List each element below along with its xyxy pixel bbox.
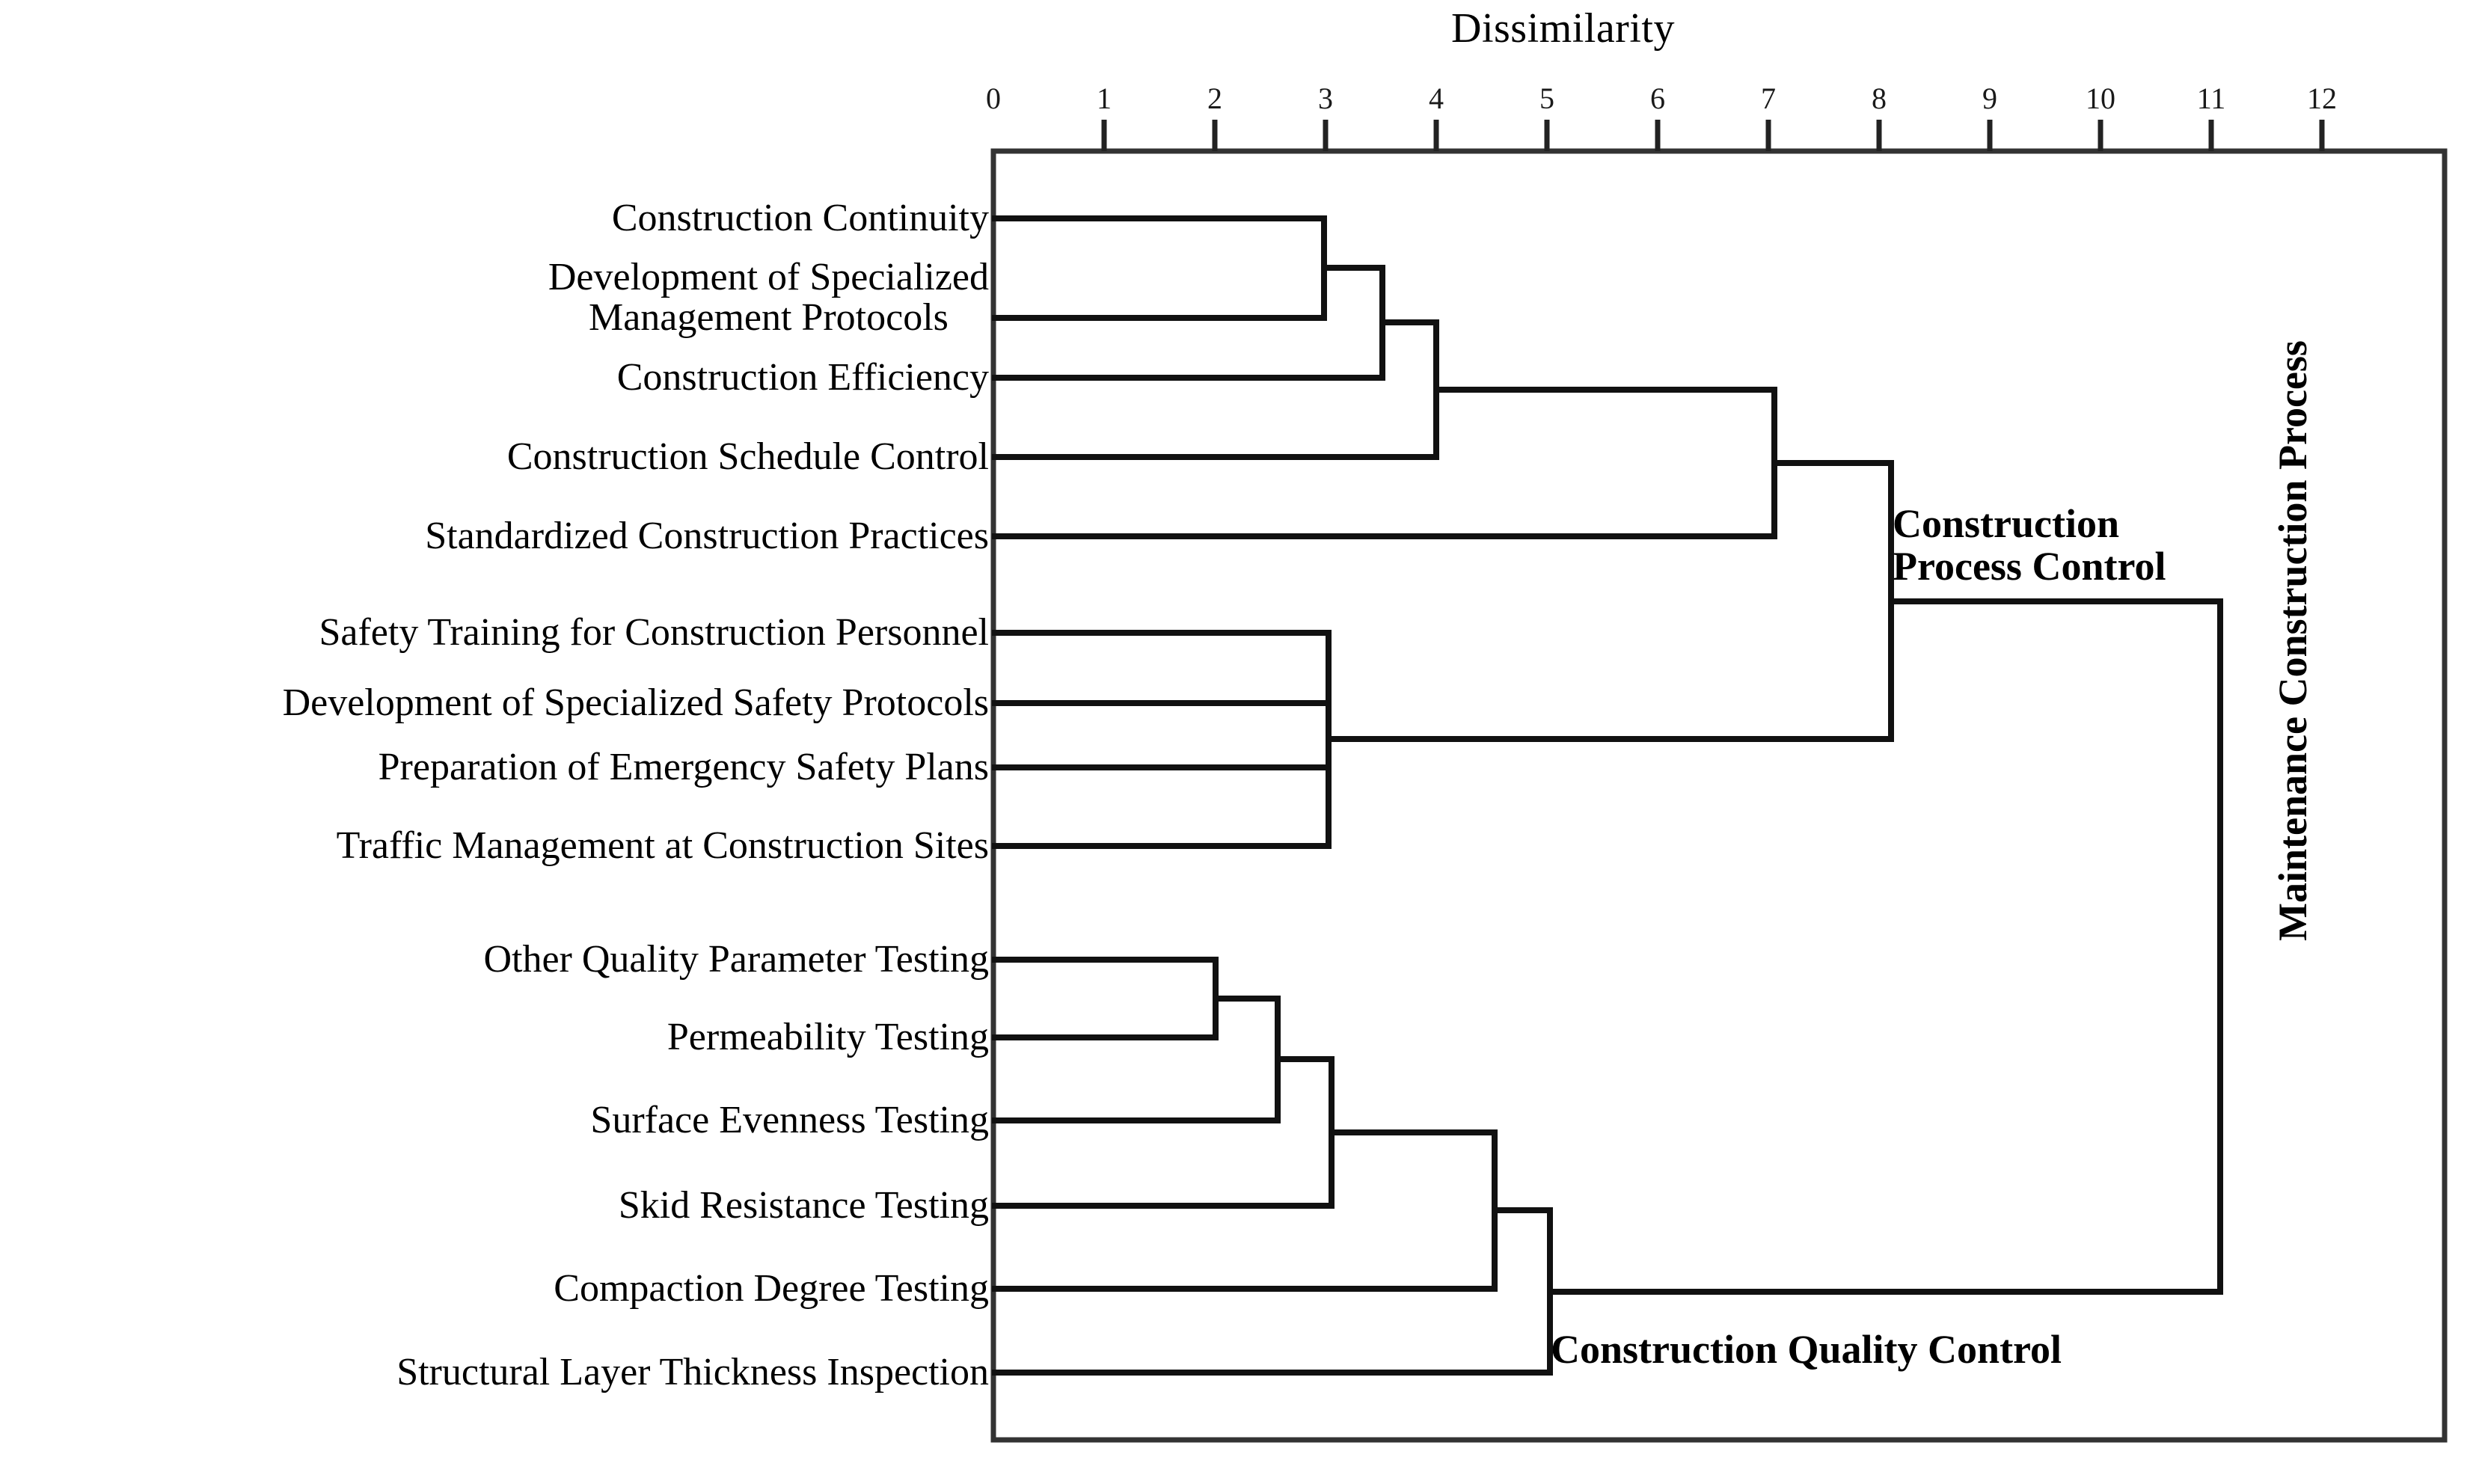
- x-tick-label-10: 10: [2086, 82, 2115, 115]
- x-tick-label-3: 3: [1318, 82, 1333, 115]
- link-m9: [992, 1056, 1335, 1209]
- leaf-label-skid-resistance-testing: Skid Resistance Testing: [618, 1184, 989, 1227]
- leaf-label-traffic-management-at-construction-sites: Traffic Management at Construction Sites: [336, 824, 989, 868]
- x-tick-label-4: 4: [1429, 82, 1444, 115]
- x-tick-label-12: 12: [2307, 82, 2337, 115]
- cluster-label-construction-process-control: Construction Process Control: [1893, 501, 2166, 589]
- leaf-label-preparation-of-emergency-safety-plans: Preparation of Emergency Safety Plans: [378, 746, 989, 789]
- link-m8: [992, 996, 1281, 1123]
- leaf-label-construction-schedule-control: Construction Schedule Control: [506, 435, 989, 479]
- leaf-label-development-of-specialized-management-protocols: Development of Specialized Management Pr…: [548, 257, 989, 338]
- cluster-label-line-1: Construction: [1893, 501, 2120, 546]
- link-m6: [1326, 460, 1894, 742]
- link-m7: [992, 957, 1219, 1040]
- cluster-label-line-2: Process Control: [1893, 544, 2166, 589]
- link-m10: [992, 1129, 1498, 1292]
- leaf-label-permeability-testing: Permeability Testing: [667, 1016, 989, 1059]
- leaf-label-construction-efficiency: Construction Efficiency: [616, 356, 989, 399]
- link-m4: [992, 387, 1777, 539]
- leaf-label-surface-evenness-testing: Surface Evenness Testing: [590, 1099, 989, 1142]
- x-tick-label-2: 2: [1207, 82, 1222, 115]
- axis-ticks: [1101, 120, 2325, 151]
- link-m1: [992, 215, 1327, 321]
- dendrogram-links: [992, 215, 2223, 1376]
- leaf-label-safety-training-for-construction-personnel: Safety Training for Construction Personn…: [319, 611, 989, 654]
- leaf-label-structural-layer-thickness-inspection: Structural Layer Thickness Inspection: [396, 1351, 989, 1394]
- chart-title: Dissimilarity: [1451, 5, 1675, 52]
- leaf-label-line-1: Development of Specialized: [548, 255, 989, 298]
- x-tick-label-0: 0: [986, 82, 1001, 115]
- leaf-label-other-quality-parameter-testing: Other Quality Parameter Testing: [483, 938, 989, 981]
- x-tick-label-5: 5: [1539, 82, 1554, 115]
- link-m12: [1547, 598, 2223, 1295]
- link-m3: [992, 319, 1439, 460]
- leaf-label-line-2: Management Protocols: [588, 296, 949, 339]
- x-tick-label-7: 7: [1761, 82, 1776, 115]
- x-tick-label-8: 8: [1872, 82, 1887, 115]
- x-tick-label-11: 11: [2196, 82, 2226, 115]
- plot-frame: [990, 148, 2448, 1443]
- x-tick-label-6: 6: [1650, 82, 1665, 115]
- leaf-label-standardized-construction-practices: Standardized Construction Practices: [425, 515, 989, 558]
- leaf-label-development-of-specialized-safety-protocols: Development of Specialized Safety Protoc…: [282, 681, 989, 725]
- cluster-label-construction-quality-control: Construction Quality Control: [1551, 1327, 2062, 1372]
- leaf-label-construction-continuity: Construction Continuity: [611, 197, 989, 240]
- x-tick-label-1: 1: [1097, 82, 1112, 115]
- leaf-label-compaction-degree-testing: Compaction Degree Testing: [554, 1267, 989, 1310]
- x-tick-label-9: 9: [1982, 82, 1997, 115]
